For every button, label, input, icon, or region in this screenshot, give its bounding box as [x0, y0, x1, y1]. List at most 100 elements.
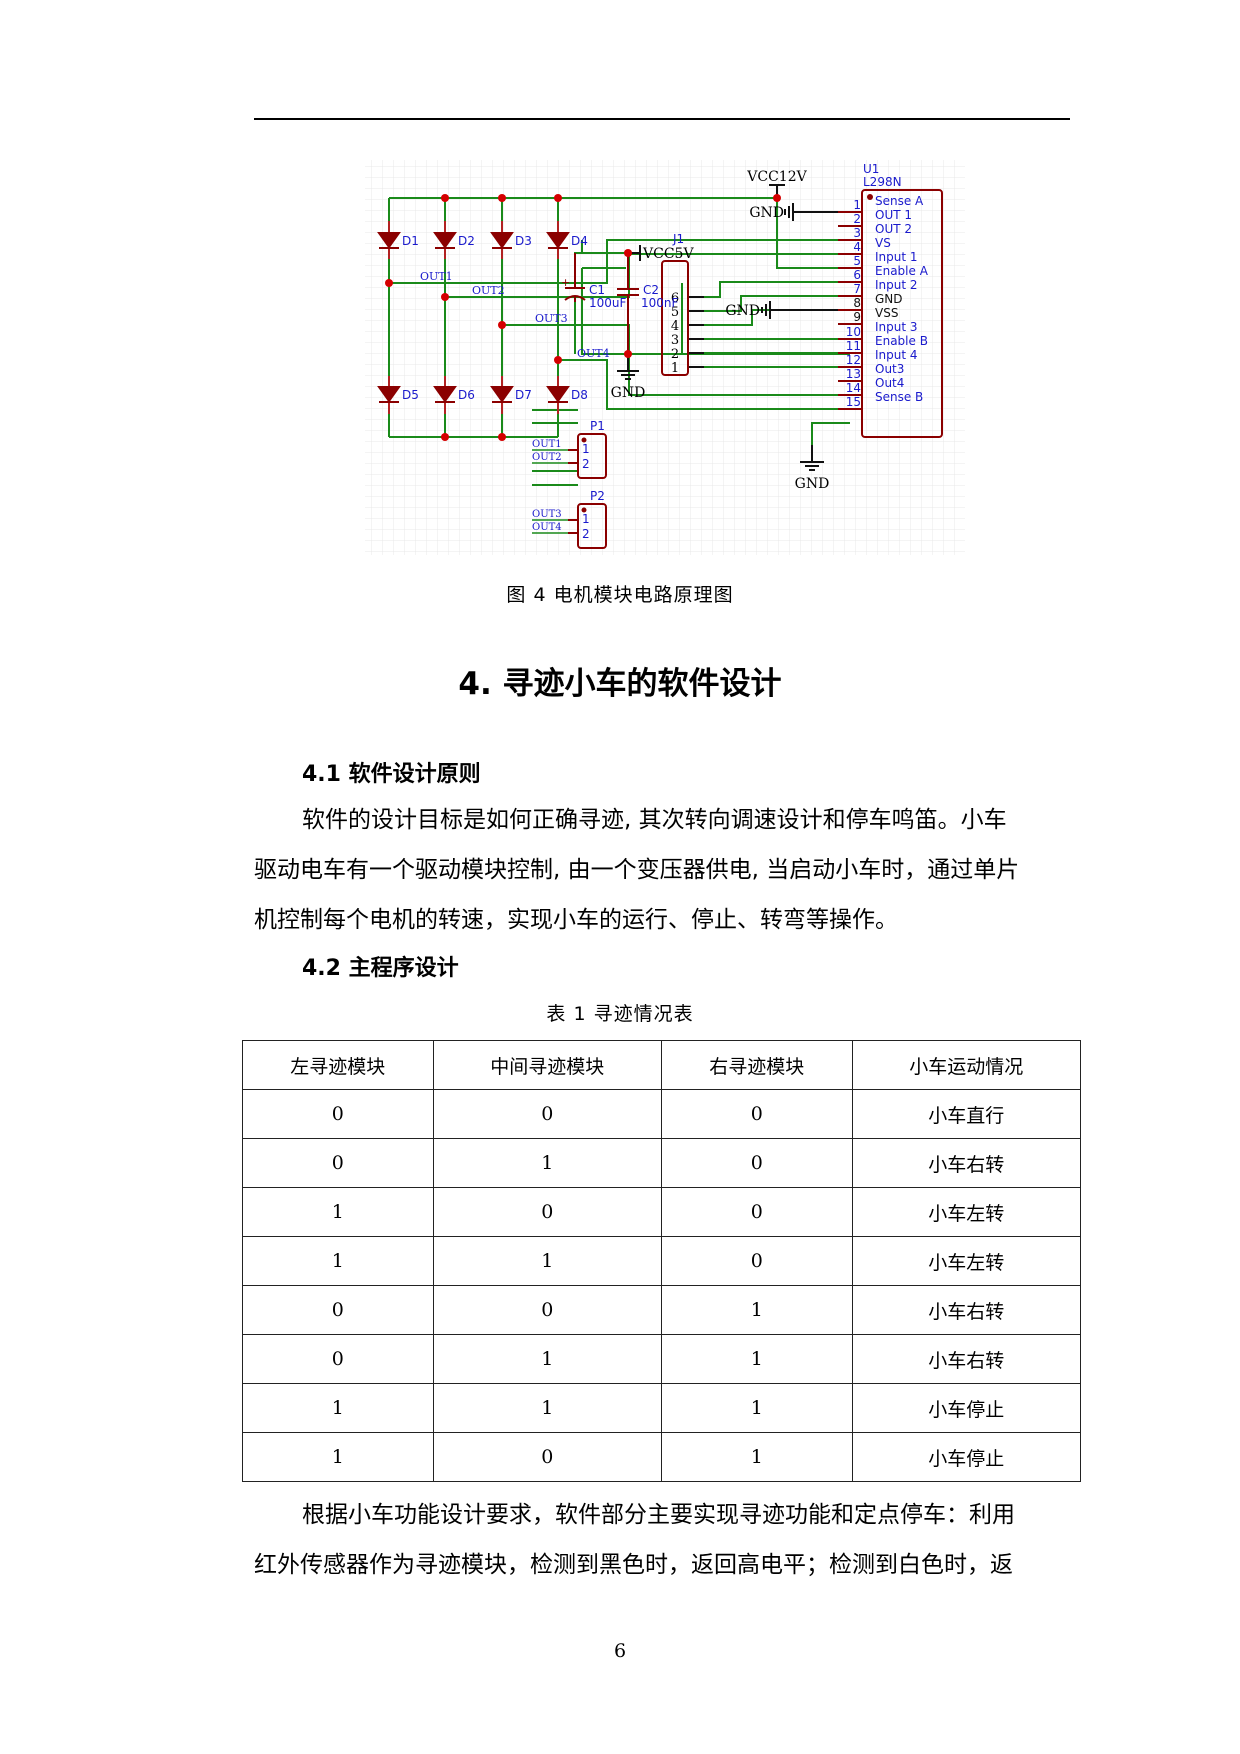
diode-label: D7 [515, 388, 532, 402]
svg-text:6: 6 [853, 268, 861, 282]
connector-p2: P2 OUT3 OUT4 1 2 [532, 489, 607, 549]
cell: 0 [242, 1138, 434, 1188]
c2-ref: C2 [643, 283, 659, 297]
cell: 小车右转 [851, 1285, 1082, 1335]
diode-label: D8 [571, 388, 588, 402]
cell: 小车停止 [851, 1432, 1082, 1482]
svg-text:13: 13 [846, 367, 861, 381]
svg-text:2: 2 [853, 212, 861, 226]
svg-text:3: 3 [671, 333, 679, 348]
paragraph-line: 机控制每个电机的转速，实现小车的运行、停止、转弯等操作。 [254, 907, 898, 933]
ic-pin-stubs [838, 211, 862, 410]
cell: 0 [660, 1236, 853, 1286]
svg-text:P1: P1 [590, 419, 605, 433]
table-row: 0 1 0 小车右转 [242, 1138, 1082, 1188]
header-car-motion: 小车运动情况 [851, 1040, 1082, 1090]
svg-text:VSS: VSS [875, 306, 898, 320]
svg-text:OUT 1: OUT 1 [875, 208, 912, 222]
cell: 1 [660, 1383, 853, 1433]
cell: 小车直行 [851, 1089, 1082, 1139]
table-caption: 表 1 寻迹情况表 [546, 1003, 694, 1025]
cell: 1 [242, 1236, 434, 1286]
cell: 1 [660, 1285, 853, 1335]
cell: 1 [242, 1383, 434, 1433]
table-header-row: 左寻迹模块 中间寻迹模块 右寻迹模块 小车运动情况 [242, 1040, 1082, 1090]
diode-label: D3 [515, 234, 532, 248]
paragraph-line: 软件的设计目标是如何正确寻迹, 其次转向调速设计和停车鸣笛。小车 [302, 807, 1007, 833]
capacitor-c2 [617, 253, 639, 354]
chapter-title: 4. 寻迹小车的软件设计 [458, 666, 782, 702]
circuit-schematic-figure: U1 L298N Sense A OUT 1 OUT 2 VS Input 1 … [360, 155, 970, 560]
svg-text:VS: VS [875, 236, 891, 250]
svg-text:Input 2: Input 2 [875, 278, 918, 292]
j1-connector-body [661, 260, 689, 376]
paragraph-software-principle: 软件的设计目标是如何正确寻迹, 其次转向调速设计和停车鸣笛。小车 驱动电车有一个… [254, 795, 1074, 945]
schematic-grid [365, 160, 965, 555]
svg-text:15: 15 [846, 395, 861, 409]
cell: 0 [432, 1089, 662, 1139]
svg-text:11: 11 [846, 339, 861, 353]
svg-text:OUT1: OUT1 [532, 439, 562, 450]
paragraph-main-program: 根据小车功能设计要求，软件部分主要实现寻迹功能和定点停车：利用 红外传感器作为寻… [254, 1490, 1074, 1590]
svg-text:OUT2: OUT2 [472, 284, 505, 297]
table-row: 0 0 0 小车直行 [242, 1089, 1082, 1139]
svg-text:Sense A: Sense A [875, 194, 924, 208]
header-middle-sensor: 中间寻迹模块 [432, 1040, 662, 1090]
cell: 0 [432, 1285, 662, 1335]
cell: 0 [242, 1334, 434, 1384]
connector-net-wires [532, 449, 568, 534]
connector-stubs [628, 185, 778, 368]
svg-text:OUT1: OUT1 [420, 270, 453, 283]
cell: 0 [242, 1089, 434, 1139]
cell: 0 [432, 1432, 662, 1482]
cell: 0 [660, 1187, 853, 1237]
svg-text:2: 2 [582, 457, 590, 471]
tracking-status-table: 左寻迹模块 中间寻迹模块 右寻迹模块 小车运动情况 0 0 0 小车直行 0 1… [242, 1040, 1082, 1482]
svg-text:OUT4: OUT4 [577, 347, 610, 360]
svg-text:5: 5 [671, 305, 679, 320]
svg-text:4: 4 [671, 319, 679, 334]
ic-pin-labels: Sense A OUT 1 OUT 2 VS Input 1 Enable A … [875, 194, 929, 404]
header-rule [254, 118, 1070, 120]
table-row: 1 1 1 小车停止 [242, 1383, 1082, 1433]
header-left-sensor: 左寻迹模块 [242, 1040, 434, 1090]
gnd-symbol-sense-b [800, 445, 824, 471]
cell: 1 [660, 1334, 853, 1384]
table-row: 0 0 1 小车右转 [242, 1285, 1082, 1335]
c1-polarity: + [561, 276, 570, 289]
cell: 1 [660, 1432, 853, 1482]
cell: 小车右转 [851, 1138, 1082, 1188]
circuit-schematic: U1 L298N Sense A OUT 1 OUT 2 VS Input 1 … [365, 160, 965, 555]
svg-text:1: 1 [582, 442, 590, 456]
gnd-symbol-pin8 [761, 301, 838, 319]
gnd-label: GND [749, 205, 784, 221]
svg-text:5: 5 [853, 254, 861, 268]
ic-pin-numbers: 1 2 3 4 5 6 7 8 9 10 11 12 13 14 15 [846, 198, 861, 409]
svg-text:OUT3: OUT3 [535, 312, 568, 325]
svg-text:14: 14 [846, 381, 861, 395]
svg-text:7: 7 [853, 282, 861, 296]
cell: 1 [242, 1432, 434, 1482]
gnd-symbol-sense-a [784, 203, 838, 221]
svg-text:Input 4: Input 4 [875, 348, 918, 362]
svg-text:OUT 2: OUT 2 [875, 222, 912, 236]
paragraph-line: 驱动电车有一个驱动模块控制, 由一个变压器供电, 当启动小车时，通过单片 [254, 857, 1020, 883]
cell: 小车左转 [851, 1187, 1082, 1237]
cell: 1 [432, 1383, 662, 1433]
svg-text:P2: P2 [590, 489, 605, 503]
junction-dots [385, 194, 781, 441]
diode-label: D1 [402, 234, 419, 248]
svg-text:12: 12 [846, 353, 861, 367]
svg-text:1: 1 [582, 512, 590, 526]
c1-ref: C1 [589, 283, 605, 297]
diode-label: D5 [402, 388, 419, 402]
svg-text:OUT2: OUT2 [532, 452, 562, 463]
c1-value: 100uF [589, 296, 627, 310]
cell: 1 [432, 1236, 662, 1286]
diode-label: D2 [458, 234, 475, 248]
gnd-label: GND [725, 303, 760, 319]
cell: 小车右转 [851, 1334, 1082, 1384]
c2-value: 100nF [641, 296, 679, 310]
header-right-sensor: 右寻迹模块 [660, 1040, 853, 1090]
gnd-label: GND [795, 476, 830, 492]
